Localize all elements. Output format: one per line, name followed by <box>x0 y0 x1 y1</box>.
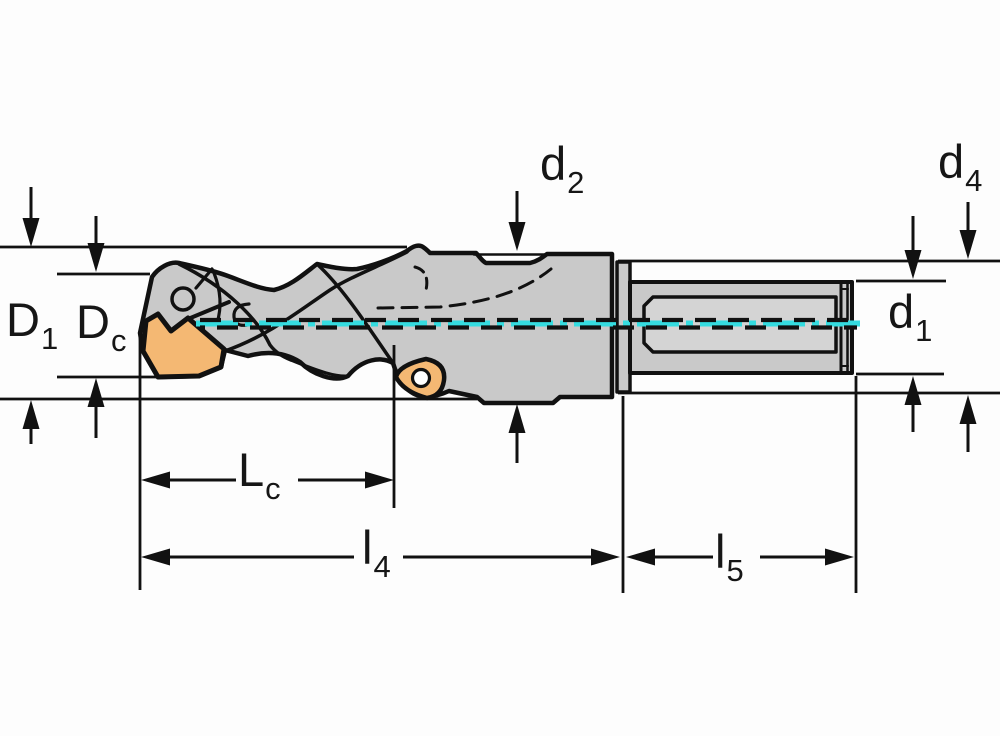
diameter-arrows <box>22 187 977 463</box>
label-Dc-main: D <box>76 295 110 348</box>
label-d2-sub: 2 <box>567 165 585 200</box>
pocket-edge <box>186 300 231 321</box>
label-d1-sub: 1 <box>915 313 933 348</box>
length-dimensions <box>138 333 858 593</box>
outer-insert-screw-hole <box>410 367 432 389</box>
drill-body <box>137 243 854 406</box>
label-d4-sub: 4 <box>965 163 983 198</box>
label-l4-main: l <box>362 521 373 574</box>
label-Lc-main: L <box>238 443 265 496</box>
label-l5-sub: 5 <box>726 553 744 588</box>
label-Dc-sub: c <box>110 323 127 358</box>
arrow-d2-top <box>508 191 526 251</box>
arrow-D1-top <box>22 187 40 247</box>
flute-curve <box>223 250 409 353</box>
flute-curve <box>289 358 350 378</box>
dim-l5 <box>626 548 854 566</box>
hidden-edge-dashed <box>413 265 429 292</box>
centerline <box>196 317 860 330</box>
reference-lines <box>0 245 1000 401</box>
dim-l4 <box>141 548 620 566</box>
hidden-flute-dashed <box>376 267 553 310</box>
clamp-screw-hole <box>170 286 196 312</box>
label-d1-main: d <box>888 285 915 338</box>
label-D1-main: D <box>6 293 40 346</box>
tip-insert <box>140 311 227 380</box>
arrow-Dc-bottom <box>87 378 105 438</box>
label-Lc-sub: c <box>265 471 281 506</box>
arrow-d2-bottom <box>508 404 526 463</box>
cutting-inserts <box>140 311 447 401</box>
arrow-Dc-top <box>87 216 105 272</box>
pocket-hook <box>232 302 251 327</box>
pocket-slash <box>194 267 214 290</box>
arrow-d4-top <box>959 202 977 259</box>
label-D1-sub: 1 <box>40 321 59 356</box>
label-l5-main: l <box>715 525 726 578</box>
flute-curve <box>177 262 293 362</box>
arrow-D1-bottom <box>22 400 40 444</box>
flute-curve <box>315 262 395 365</box>
arrow-d4-bottom <box>959 395 977 452</box>
arrow-d1-bottom <box>904 376 922 432</box>
dim-Lc <box>141 471 394 489</box>
label-d4-main: d <box>938 135 965 188</box>
arrow-d1-top <box>904 216 922 279</box>
label-d2-main: d <box>540 137 567 190</box>
label-l4-sub: 4 <box>373 549 391 584</box>
